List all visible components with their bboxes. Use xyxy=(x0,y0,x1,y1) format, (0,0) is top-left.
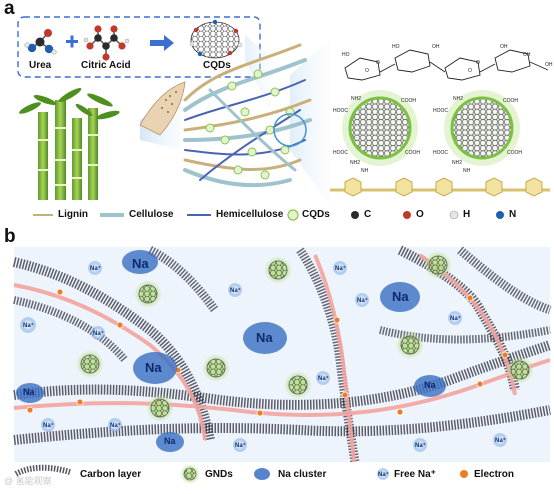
legend-gnds: GNDs xyxy=(205,469,233,480)
legend-na-cluster: Na cluster xyxy=(278,469,327,480)
legend-carbon-layer: Carbon layer xyxy=(80,469,142,480)
zoom-circle xyxy=(273,113,307,147)
reaction-box xyxy=(17,16,261,78)
legend-lignin: Lignin xyxy=(58,209,88,220)
panel-b-letter: b xyxy=(4,226,16,247)
nitrogen-atom-icon xyxy=(496,211,504,219)
legend-electron: Electron xyxy=(474,469,515,480)
citric-acid-molecule-icon xyxy=(83,25,130,61)
legend-carbon: C xyxy=(364,209,372,220)
cqd-molecule-icon xyxy=(189,19,243,59)
reaction-arrow-icon xyxy=(150,35,174,51)
panel-b-legend: Carbon layer GNDs Na cluster Free Na⁺ El… xyxy=(0,464,554,490)
legend-hydrogen: H xyxy=(463,209,471,220)
free-na-legend-icon-text: Na⁺ xyxy=(378,472,389,478)
hydrogen-atom-icon xyxy=(449,210,459,220)
cqds-swatch xyxy=(287,209,299,221)
legend-oxygen: O xyxy=(416,209,424,220)
legend-hemicellulose: Hemicellulose xyxy=(216,209,284,220)
citric-acid-label: Citric Acid xyxy=(81,60,131,71)
cqds-product-label: CQDs xyxy=(203,60,231,71)
watermark: @ 氢能观察 xyxy=(4,476,52,486)
bamboo-cross-section-icon xyxy=(139,81,186,136)
panel-a-legend: Lignin Cellulose Hemicellulose CQDs C O … xyxy=(0,206,554,224)
bamboo-icon xyxy=(19,88,120,200)
plus-icon xyxy=(66,35,78,48)
urea-label: Urea xyxy=(29,60,52,71)
oxygen-atom-icon xyxy=(403,211,411,219)
legend-cqds: CQDs xyxy=(302,209,330,220)
legend-nitrogen: N xyxy=(509,209,517,220)
carbon-atom-icon xyxy=(351,211,359,219)
cqd-chemical-structure xyxy=(330,49,550,197)
cqd-dots xyxy=(205,69,295,180)
panel-a-letter: a xyxy=(4,0,15,19)
urea-molecule-icon xyxy=(24,29,57,55)
lignocellulose-fibers xyxy=(183,43,312,188)
legend-cellulose: Cellulose xyxy=(129,209,174,220)
electron-legend-icon-text: e xyxy=(462,466,466,472)
legend-free-na: Free Na⁺ xyxy=(394,469,436,480)
